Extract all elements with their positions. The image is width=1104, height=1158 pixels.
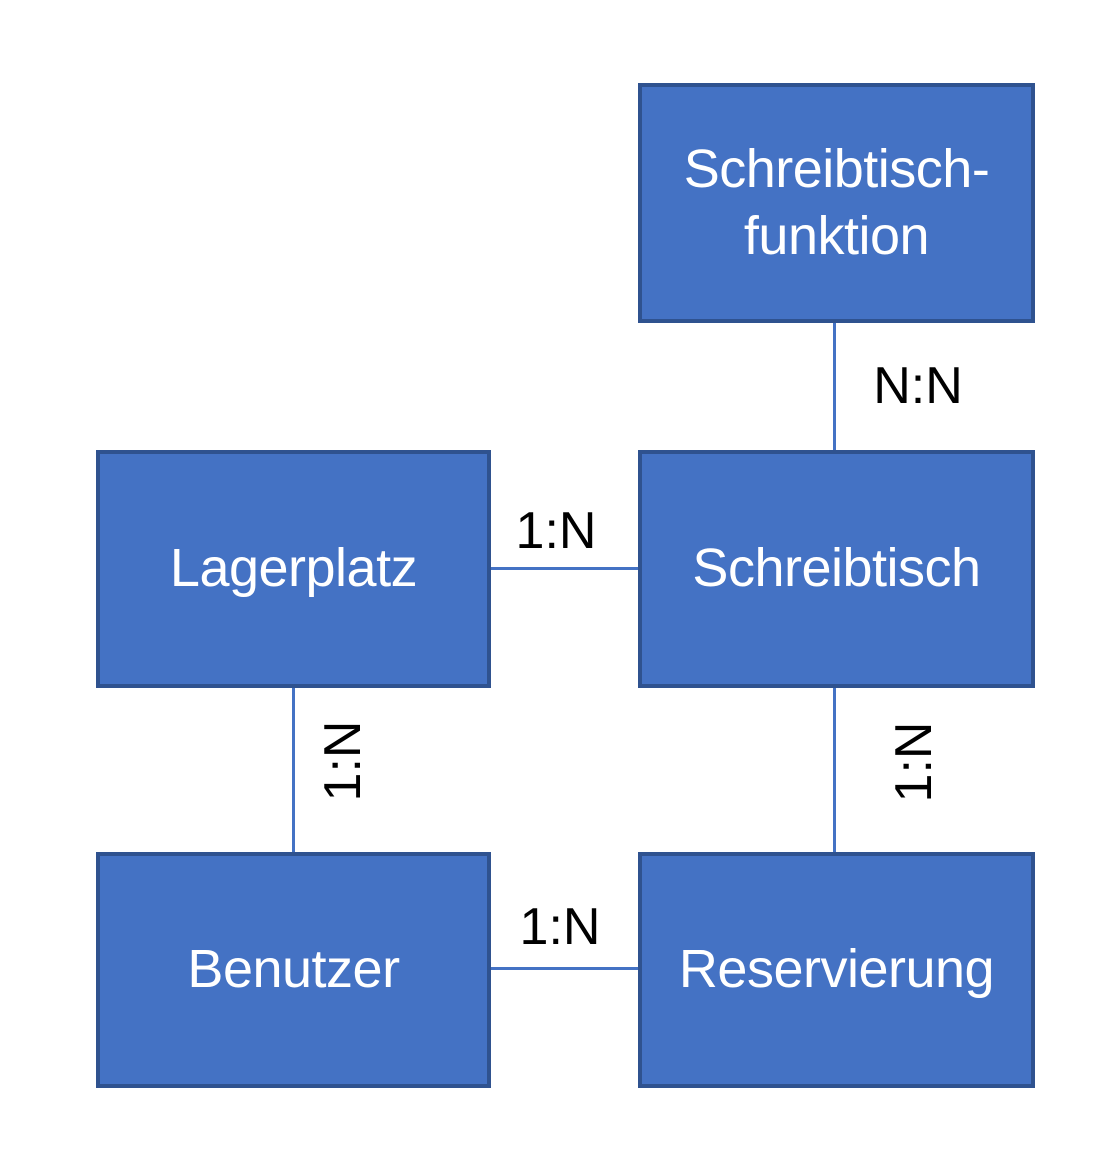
entity-label-lagerplatz: Lagerplatz (169, 538, 418, 599)
entity-label-schreibtisch: Schreibtisch (692, 538, 981, 599)
connector-lagerplatz-benutzer (292, 688, 295, 852)
entity-box-reservierung[interactable]: Reservierung (638, 852, 1035, 1088)
cardinality-label-schreibtischfunktion-schreibtisch: N:N (873, 357, 963, 415)
cardinality-label-lagerplatz-schreibtisch: 1:N (515, 502, 597, 560)
entity-label-benutzer: Benutzer (187, 939, 400, 1000)
connector-schreibtischfunktion-schreibtisch (833, 323, 836, 451)
entity-box-schreibtisch[interactable]: Schreibtisch (638, 450, 1035, 688)
entity-label-schreibtischfunktion: Schreibtisch- funktion (683, 138, 990, 267)
connector-schreibtisch-reservierung (833, 688, 836, 852)
connector-benutzer-reservierung (491, 967, 638, 970)
entity-label-reservierung: Reservierung (678, 939, 995, 1000)
entity-box-lagerplatz[interactable]: Lagerplatz (96, 450, 491, 688)
entity-box-schreibtischfunktion[interactable]: Schreibtisch- funktion (638, 83, 1035, 323)
entity-box-benutzer[interactable]: Benutzer (96, 852, 491, 1088)
cardinality-label-lagerplatz-benutzer: 1:N (314, 720, 372, 802)
cardinality-label-schreibtisch-reservierung: 1:N (885, 721, 943, 803)
connector-lagerplatz-schreibtisch (491, 567, 638, 570)
cardinality-label-benutzer-reservierung: 1:N (519, 898, 601, 956)
